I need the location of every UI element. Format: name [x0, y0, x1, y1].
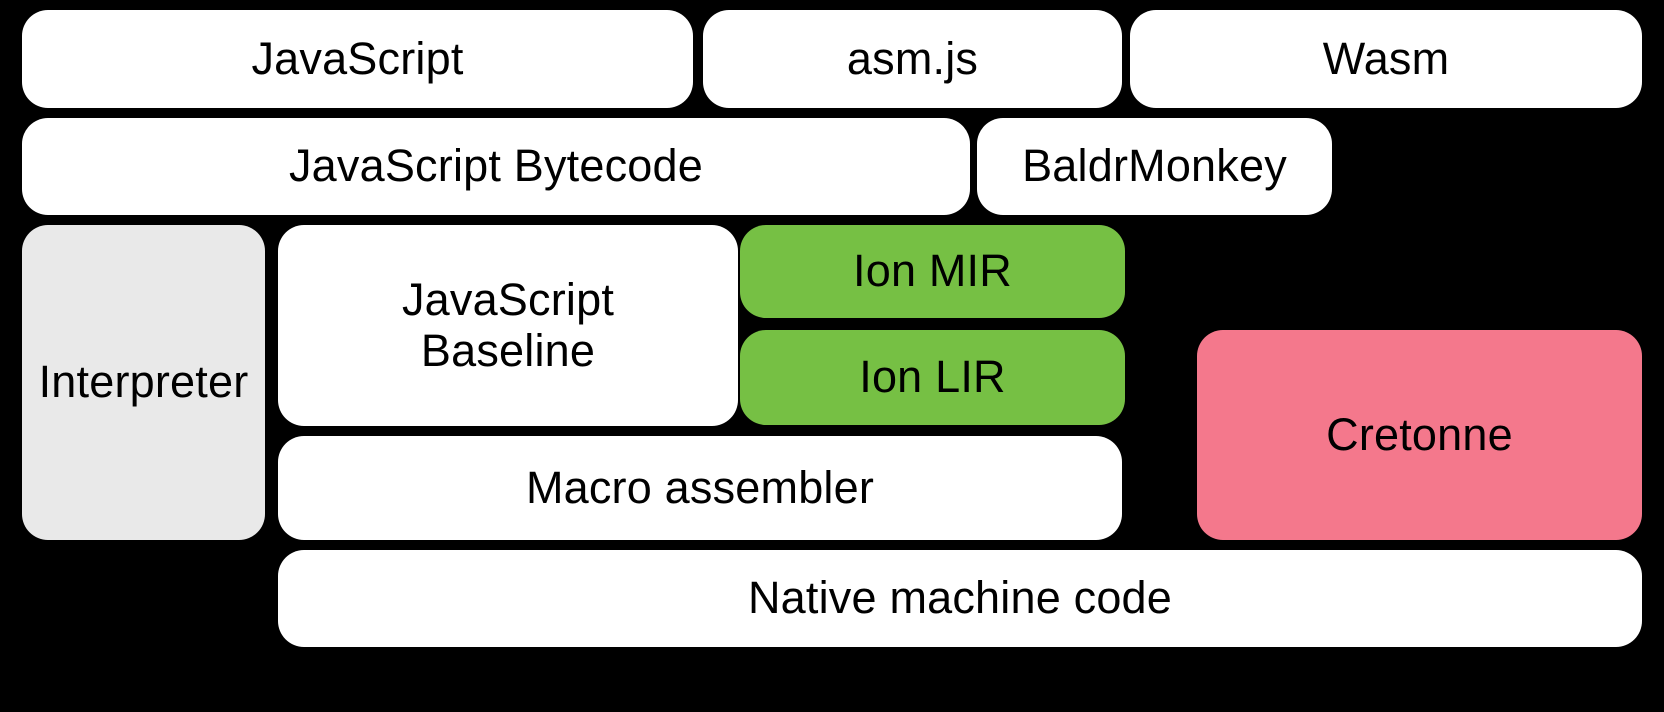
node-javascript-bytecode: JavaScript Bytecode: [22, 118, 970, 215]
node-ion-mir: Ion MIR: [740, 225, 1125, 318]
node-baldrmonkey: BaldrMonkey: [977, 118, 1332, 215]
node-asmjs: asm.js: [703, 10, 1122, 108]
node-javascript: JavaScript: [22, 10, 693, 108]
node-ion-lir: Ion LIR: [740, 330, 1125, 425]
node-interpreter: Interpreter: [22, 225, 265, 540]
node-wasm: Wasm: [1130, 10, 1642, 108]
node-macro-assembler: Macro assembler: [278, 436, 1122, 540]
node-javascript-baseline: JavaScript Baseline: [278, 225, 738, 426]
node-native-machine-code: Native machine code: [278, 550, 1642, 647]
node-cretonne: Cretonne: [1197, 330, 1642, 540]
